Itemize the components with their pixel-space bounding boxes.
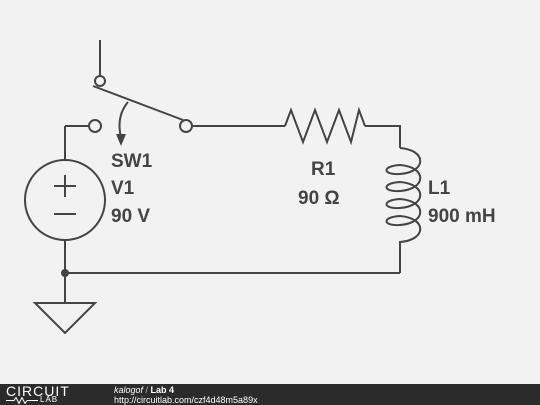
logo-sub-wordmark: LAB bbox=[40, 395, 59, 404]
project-name[interactable]: Lab 4 bbox=[150, 385, 175, 395]
ground-symbol bbox=[32, 302, 98, 335]
source-value: 90 V bbox=[111, 206, 150, 227]
inductor-label: L1 bbox=[428, 178, 451, 199]
author-link[interactable]: kalogof bbox=[114, 385, 144, 395]
resistor-value: 90 Ω bbox=[298, 188, 340, 209]
junction-node bbox=[61, 269, 69, 277]
resistor-label: R1 bbox=[311, 159, 336, 180]
logo-wordmark: CIRCUIT bbox=[6, 383, 70, 399]
inductor-l1 bbox=[385, 147, 422, 252]
circuit-schematic: SW1 V1 90 V R1 90 Ω L1 900 mH bbox=[24, 40, 496, 335]
footer-title: kalogof / Lab 4 bbox=[114, 385, 174, 395]
inductor-value: 900 mH bbox=[428, 206, 496, 227]
switch-label: SW1 bbox=[111, 151, 153, 172]
circuitlab-logo[interactable]: CIRCUIT LAB bbox=[6, 383, 98, 404]
wire-resistor-to-inductor bbox=[365, 125, 401, 148]
resistor-logo-icon bbox=[6, 397, 38, 404]
switch-sw1 bbox=[88, 40, 193, 146]
voltage-source-v1 bbox=[24, 159, 106, 241]
path-separator: / bbox=[143, 385, 151, 395]
footer-url[interactable]: http://circuitlab.com/czf4d48m5a89x bbox=[114, 395, 258, 405]
source-label: V1 bbox=[111, 178, 135, 199]
footer-bar: CIRCUIT LAB kalogof / Lab 4 http://circu… bbox=[0, 384, 540, 405]
resistor-r1 bbox=[284, 106, 366, 146]
